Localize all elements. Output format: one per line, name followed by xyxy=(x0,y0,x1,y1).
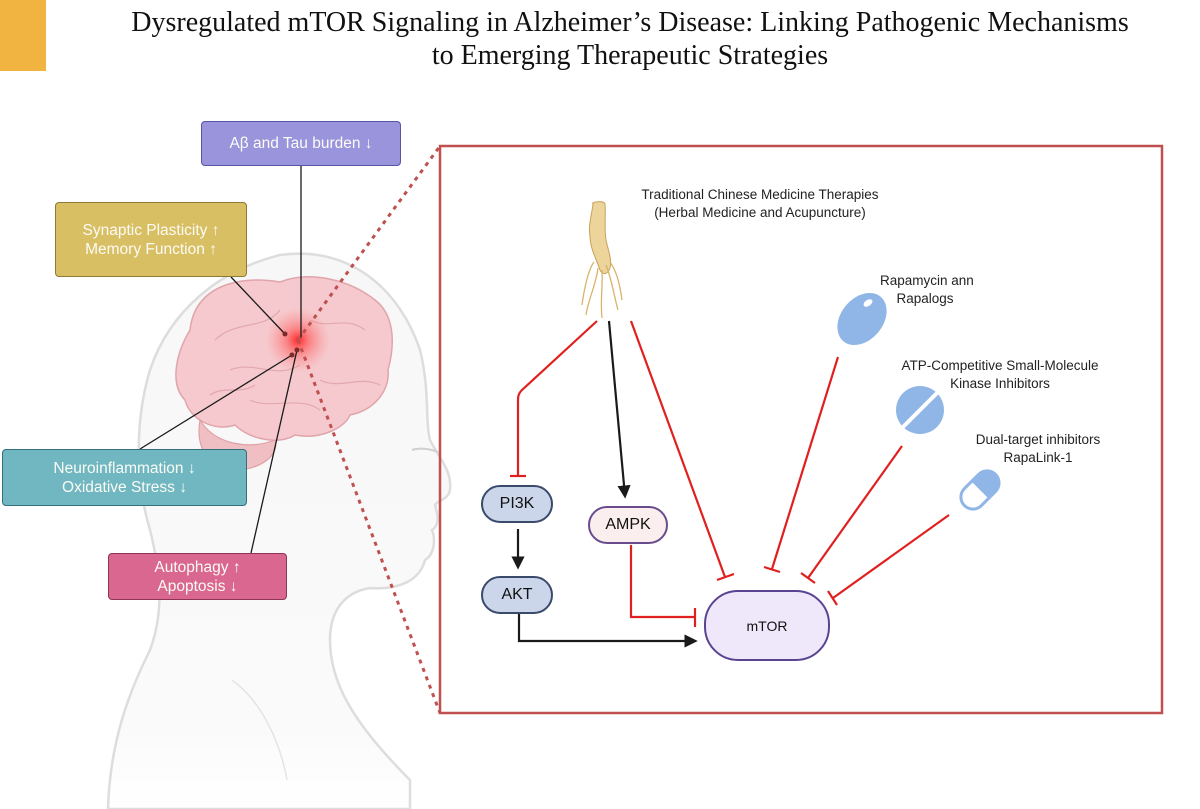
therapy-rapamycin-caption: Rapamycin ann Rapalogs xyxy=(880,272,974,308)
edge-ampk-mtor xyxy=(629,545,694,619)
outcome-synaptic-memory: Synaptic Plasticity ↑ Memory Function ↑ xyxy=(55,202,247,277)
outcome-autophagy-apoptosis: Autophagy ↑ Apoptosis ↓ xyxy=(108,553,287,600)
title-line-1: Dysregulated mTOR Signaling in Alzheimer… xyxy=(131,7,1129,38)
edge-dual-mtor-bar xyxy=(827,590,838,606)
edge-dual-mtor xyxy=(832,514,950,599)
zoom-line-bottom xyxy=(296,339,442,714)
capsule-icon xyxy=(959,469,1001,511)
oval-pill-icon xyxy=(837,293,887,345)
therapy-atp-caption: ATP-Competitive Small-Molecule Kinase In… xyxy=(880,357,1120,393)
outcome-abeta-text: Aβ and Tau burden ↓ xyxy=(229,135,373,152)
node-ampk: AMPK xyxy=(588,506,668,544)
pathway-zoom-box xyxy=(438,144,1164,715)
leader-neuro xyxy=(139,354,293,450)
leader-synaptic xyxy=(230,276,286,335)
outcome-synaptic-text: Synaptic Plasticity ↑ xyxy=(82,221,220,239)
edge-tcm-mtor xyxy=(629,320,727,578)
node-mtor: mTOR xyxy=(704,590,830,661)
zoom-line-top xyxy=(296,145,442,341)
therapy-rapamycin-line1: Rapamycin ann xyxy=(880,273,974,288)
outcome-neuroinflammation-text: Neuroinflammation ↓ xyxy=(53,459,196,477)
leader-autophagy xyxy=(250,349,298,554)
pathway-edges xyxy=(510,320,950,648)
title-accent-bar xyxy=(0,0,46,71)
therapy-tcm-line1: Traditional Chinese Medicine Therapies xyxy=(641,187,879,202)
edge-tcm-mtor-bar xyxy=(716,572,735,582)
therapy-rapamycin-line2: Rapalogs xyxy=(896,291,954,306)
outcome-apoptosis-text: Apoptosis ↓ xyxy=(157,577,238,595)
outcome-autophagy-text: Autophagy ↑ xyxy=(154,558,241,576)
outcome-oxidative-text: Oxidative Stress ↓ xyxy=(62,478,187,496)
edge-rapamycin-mtor-bar xyxy=(763,565,781,574)
therapy-atp-line1: ATP-Competitive Small-Molecule xyxy=(901,358,1099,373)
outcome-neuroinflammation-oxidative: Neuroinflammation ↓ Oxidative Stress ↓ xyxy=(2,449,247,506)
therapy-tcm-caption: Traditional Chinese Medicine Therapies (… xyxy=(610,186,910,222)
outcome-memory-text: Memory Function ↑ xyxy=(85,240,217,258)
figure-title: Dysregulated mTOR Signaling in Alzheimer… xyxy=(60,6,1200,72)
outcome-abeta-tau: Aβ and Tau burden ↓ xyxy=(201,121,401,166)
ginseng-root-icon xyxy=(581,201,623,319)
edge-atp-mtor-bar xyxy=(800,572,816,584)
therapy-tcm-line2: (Herbal Medicine and Acupuncture) xyxy=(654,205,866,220)
therapy-dual-line1: Dual-target inhibitors xyxy=(975,432,1101,447)
node-pi3k: PI3K xyxy=(481,485,553,523)
therapy-atp-line2: Kinase Inhibitors xyxy=(950,376,1050,391)
leader-endpoints xyxy=(282,331,300,358)
node-akt: AKT xyxy=(481,576,553,614)
edge-atp-mtor xyxy=(807,445,903,579)
edge-tcm-ampk xyxy=(607,320,631,499)
therapy-dual-line2: RapaLink-1 xyxy=(1003,450,1073,465)
edge-tcm-pi3k xyxy=(516,320,598,476)
scored-tablet-icon xyxy=(896,386,944,434)
edge-akt-mtor xyxy=(517,614,698,648)
leader-lines xyxy=(139,166,302,554)
therapy-dual-caption: Dual-target inhibitors RapaLink-1 xyxy=(958,431,1118,467)
edge-rapamycin-mtor xyxy=(770,356,840,570)
zoom-connector xyxy=(296,145,442,714)
title-line-2: to Emerging Therapeutic Strategies xyxy=(431,40,829,71)
